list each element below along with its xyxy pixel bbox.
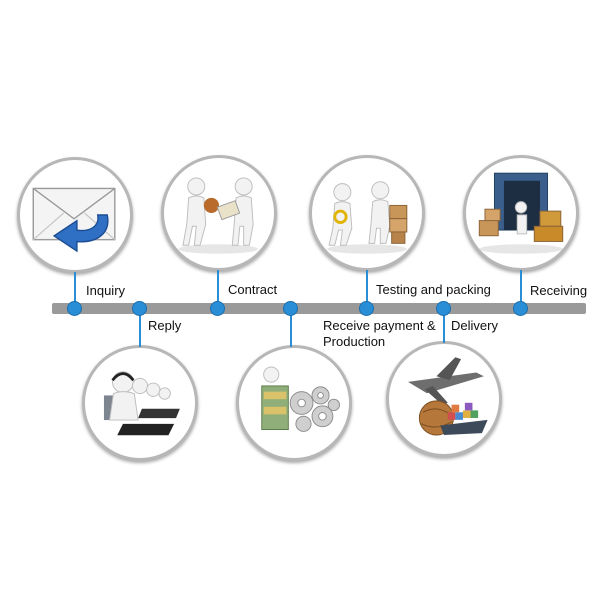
testing-packing-image — [309, 155, 425, 271]
receiving-connector — [520, 270, 522, 306]
inspection-packing-icon — [327, 181, 408, 254]
call-center-icon — [103, 371, 180, 436]
envelope-reply-icon — [32, 187, 116, 253]
delivery-image — [386, 341, 502, 457]
receiving-image — [463, 155, 579, 271]
reply-image — [82, 345, 198, 461]
testing-connector — [366, 270, 368, 306]
contract-image — [161, 155, 277, 271]
timeline-node-testing — [359, 301, 374, 316]
production-image — [236, 345, 352, 461]
step-label-testing: Testing and packing — [376, 282, 491, 297]
contract-connector — [217, 270, 219, 306]
inquiry-connector — [74, 272, 76, 306]
timeline-node-contract — [210, 301, 225, 316]
timeline-bar — [52, 303, 586, 314]
money-gears-icon — [261, 366, 340, 432]
timeline-node-production — [283, 301, 298, 316]
step-label-contract: Contract — [228, 282, 278, 297]
production-connector — [290, 312, 292, 347]
step-label-receiving: Receiving — [530, 283, 588, 298]
airplane-globe-ship-icon — [407, 357, 488, 436]
reply-connector — [139, 312, 141, 347]
timeline-node-inquiry — [67, 301, 82, 316]
step-label-delivery: Delivery — [451, 318, 498, 333]
inquiry-image — [17, 157, 133, 273]
timeline-node-delivery — [436, 301, 451, 316]
timeline-node-receiving — [513, 301, 528, 316]
delivery-connector — [443, 312, 445, 343]
step-label-reply: Reply — [148, 318, 182, 333]
warehouse-boxes-icon — [478, 172, 564, 254]
step-label-inquiry: Inquiry — [86, 283, 126, 298]
timeline-node-reply — [132, 301, 147, 316]
step-label-production-line2: Production — [323, 334, 386, 349]
handshake-contract-icon — [178, 177, 258, 254]
step-label-production-line1: Receive payment & — [323, 318, 436, 333]
